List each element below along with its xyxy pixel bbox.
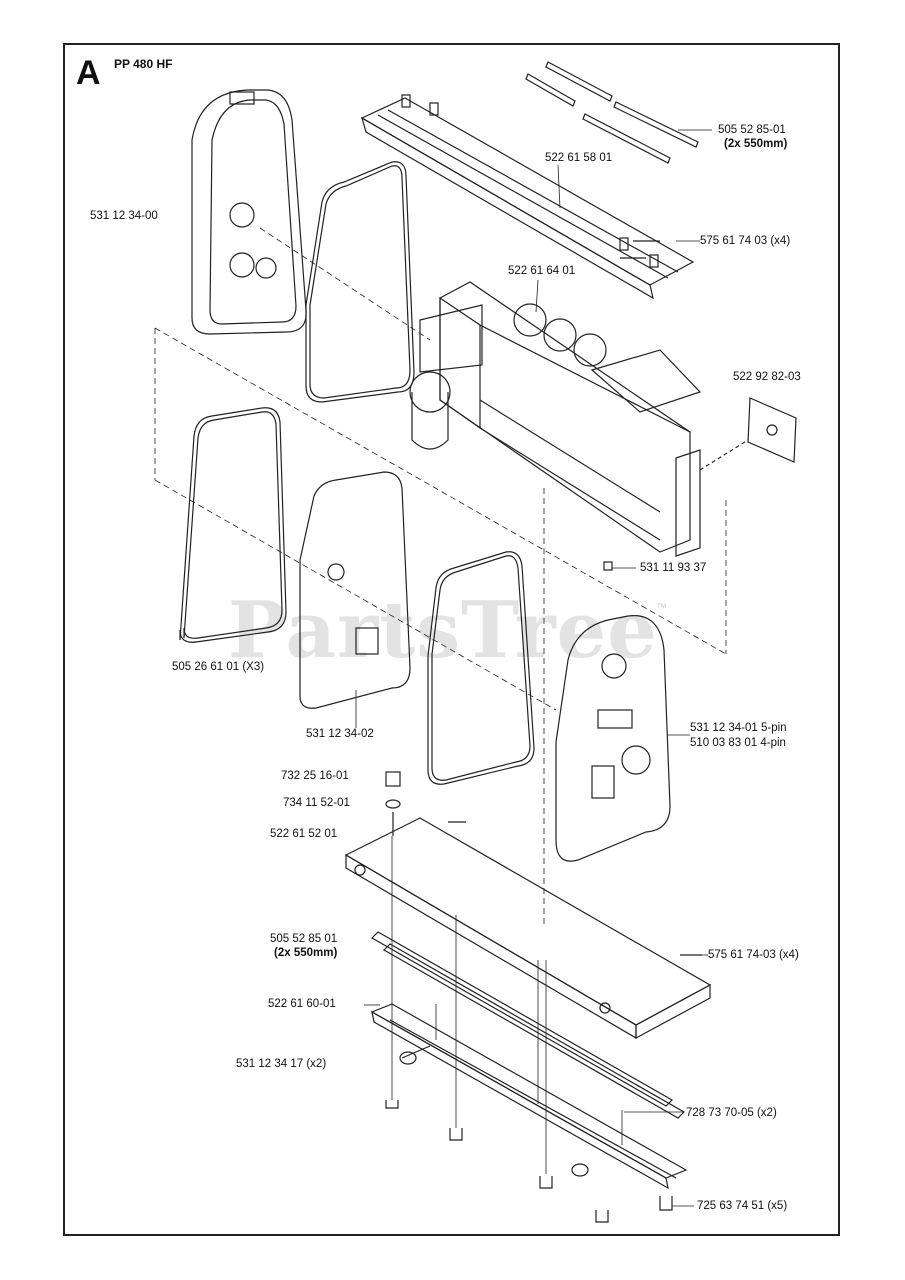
- part-side-panel-left[interactable]: [191, 89, 307, 335]
- label-522-61-58-01: 522 61 58 01: [545, 152, 613, 164]
- bolt-lines: [391, 836, 623, 1174]
- part-gasket-top[interactable]: [305, 161, 415, 403]
- watermark-trademark: ™: [656, 602, 667, 614]
- model-title: PP 480 HF: [114, 57, 173, 71]
- label-522-61-60-01: 522 61 60-01: [268, 998, 336, 1010]
- part-base-rail[interactable]: [370, 1003, 688, 1190]
- part-bottom-frame[interactable]: [344, 817, 712, 1040]
- label-505-52-85-01-top: 505 52 85-01: [718, 124, 786, 136]
- part-side-panel-right[interactable]: [555, 615, 671, 862]
- part-gasket-right[interactable]: [427, 551, 535, 785]
- part-nut-washer[interactable]: [385, 771, 401, 836]
- label-531-11-93-37: 531 11 93 37: [640, 562, 707, 574]
- label-531-12-34-01: 531 12 34-01 5-pin: [690, 722, 787, 734]
- label-522-61-52-01: 522 61 52 01: [270, 828, 338, 840]
- label-510-03-83-01: 510 03 83 01 4-pin: [690, 737, 786, 749]
- leader-lines: [355, 129, 712, 1207]
- label-505-52-85-01-bottom: 505 52 85 01: [270, 933, 338, 945]
- label-575-61-74-03-top: 575 61 74 03 (x4): [700, 235, 791, 247]
- label-728-73-70-05: 728 73 70-05 (x2): [686, 1107, 777, 1119]
- diagram-frame: [63, 43, 840, 1236]
- label-505-26-61-01: 505 26 61 01 (X3): [172, 661, 265, 673]
- part-rear-plate[interactable]: [699, 397, 797, 471]
- part-screw-531-11-93-37[interactable]: [603, 561, 613, 571]
- label-522-92-82-03: 522 92 82-03: [733, 371, 801, 383]
- label-531-12-34-02: 531 12 34-02: [306, 728, 374, 740]
- label-531-12-34-00: 531 12 34-00: [90, 210, 158, 222]
- label-505-52-85-01-bottom-qty: (2x 550mm): [274, 947, 338, 959]
- part-mid-plate[interactable]: [299, 471, 411, 709]
- label-734-11-52-01: 734 11 52-01: [283, 797, 350, 809]
- part-bolts-725[interactable]: [385, 1100, 673, 1223]
- section-letter: A: [76, 54, 101, 92]
- label-505-52-85-01-top-qty: (2x 550mm): [724, 138, 788, 150]
- part-rail-strips-top[interactable]: [525, 61, 699, 164]
- label-531-12-34-17: 531 12 34 17 (x2): [236, 1058, 327, 1070]
- part-rail-strip-bottom[interactable]: [371, 931, 685, 1119]
- part-gasket-left[interactable]: [179, 407, 287, 643]
- alignment-lines: [154, 227, 727, 925]
- label-732-25-16-01: 732 25 16-01: [281, 770, 349, 782]
- part-screws-575-bottom[interactable]: [448, 821, 702, 956]
- part-top-frame[interactable]: [360, 94, 695, 300]
- part-main-body[interactable]: [409, 281, 702, 557]
- part-screws-575-top[interactable]: [620, 240, 660, 259]
- label-725-63-74-51: 725 63 74 51 (x5): [697, 1200, 788, 1212]
- label-575-61-74-03-bottom: 575 61 74-03 (x4): [708, 949, 799, 961]
- label-522-61-64-01: 522 61 64 01: [508, 265, 576, 277]
- part-feet[interactable]: [399, 1045, 589, 1177]
